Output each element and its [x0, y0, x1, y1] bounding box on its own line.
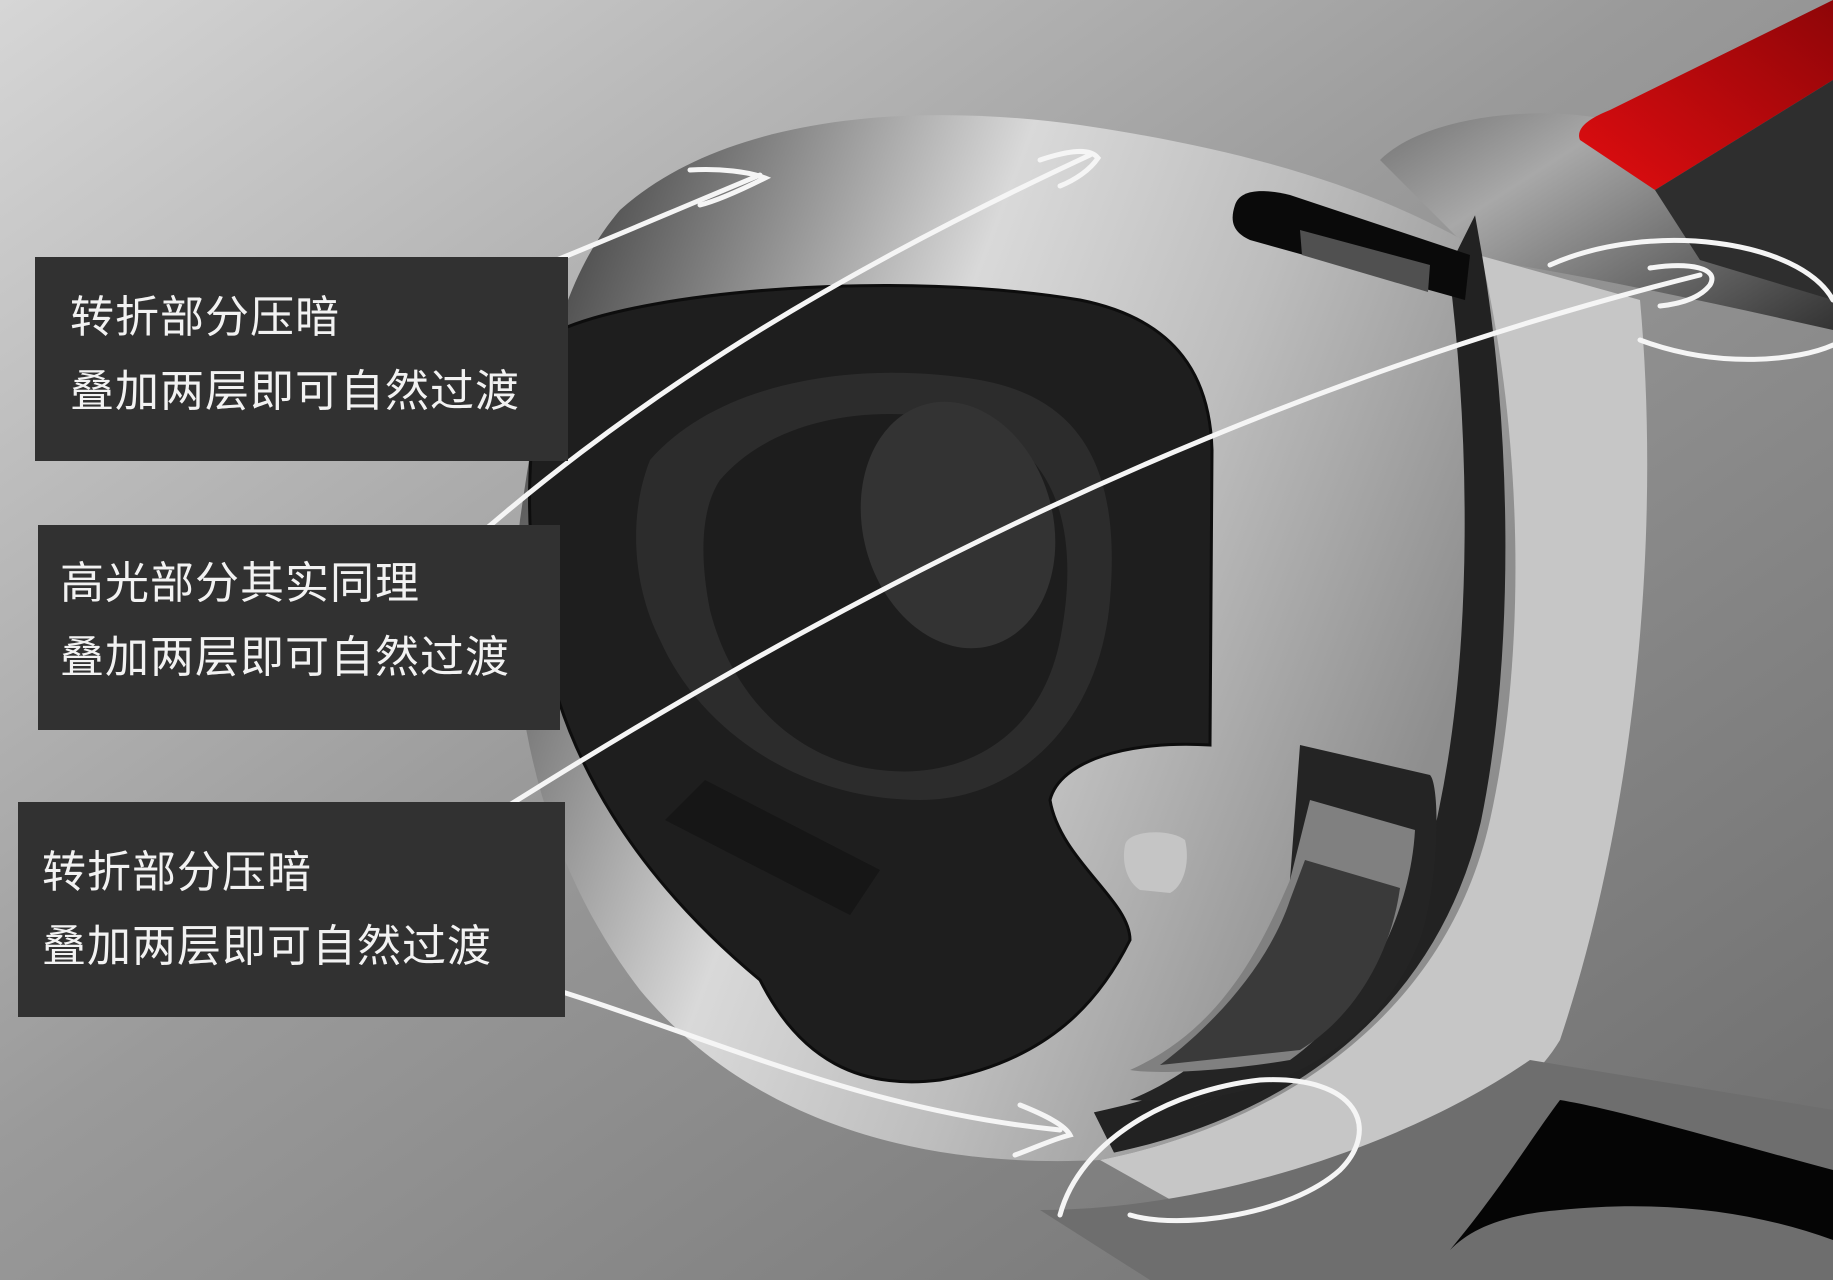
annotation-1-line-2: 叠加两层即可自然过渡 — [70, 366, 520, 417]
arrow-3-head — [1647, 263, 1715, 309]
top-vent-inner — [1300, 230, 1430, 292]
arrow-1-head — [687, 167, 772, 208]
arrow-4 — [537, 982, 1063, 1133]
annotation-2-line-1: 高光部分其实同理 — [60, 558, 420, 609]
sensor-dot — [1123, 832, 1187, 893]
lower-base — [1040, 1060, 1833, 1280]
arrow-2 — [447, 152, 1093, 563]
annotation-1-line-1: 转折部分压暗 — [70, 292, 340, 343]
dark-rim-band — [1093, 215, 1506, 1153]
arrow-4-head — [1012, 1102, 1074, 1158]
arrow-2-head — [1037, 148, 1102, 189]
side-grille-inner — [1160, 860, 1400, 1065]
annotation-3-line-2: 叠加两层即可自然过渡 — [42, 921, 492, 972]
annotation-box-2: 高光部分其实同理 叠加两层即可自然过渡 — [38, 525, 560, 730]
stem-dark-band — [1655, 80, 1833, 300]
cavity-lower-slot — [665, 780, 880, 915]
red-accent-stripe — [1579, 0, 1833, 190]
arrow-4-swirl — [1057, 1077, 1362, 1224]
annotation-arrows — [357, 148, 1833, 1224]
annotation-2-line-2: 叠加两层即可自然过渡 — [60, 632, 510, 683]
arrow-3-swirl — [1547, 237, 1833, 362]
annotation-box-1: 转折部分压暗 叠加两层即可自然过渡 — [35, 257, 568, 461]
annotation-3-line-1: 转折部分压暗 — [42, 847, 312, 898]
speaker-mesh — [860, 401, 1056, 649]
lower-dark-shadow — [1450, 1100, 1833, 1250]
arrow-3 — [467, 272, 1703, 833]
annotation-box-3: 转折部分压暗 叠加两层即可自然过渡 — [18, 802, 565, 1017]
